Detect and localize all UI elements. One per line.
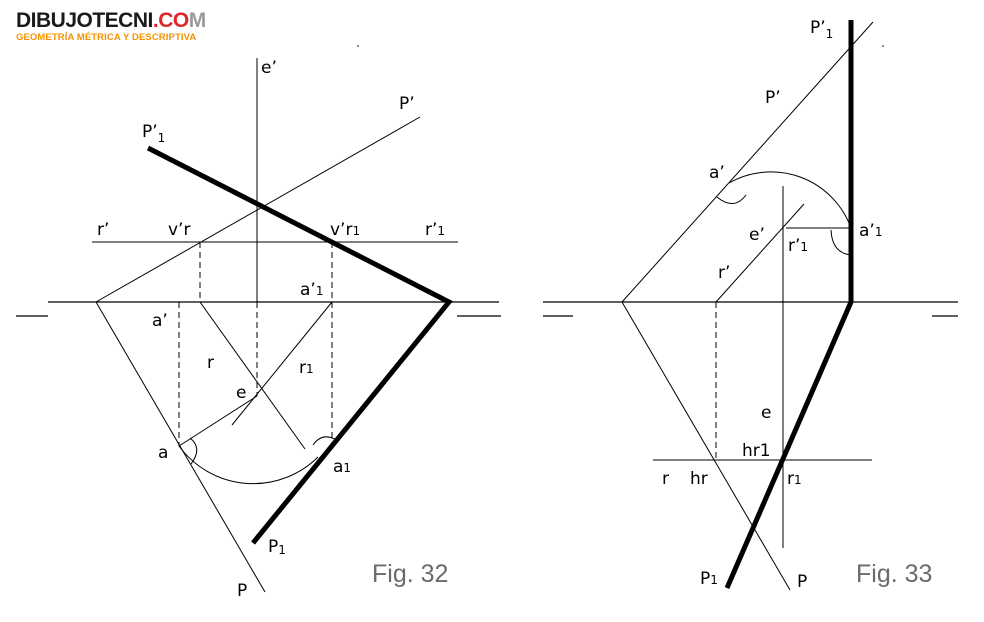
rotated-plane-p1-33: [724, 20, 854, 589]
label-r1-prime-33: r’1: [788, 236, 808, 256]
line-r1: [231, 301, 333, 426]
figure-33-labels: P’1 P’ a’ e’ r’1 a’1 r’ e hr1 r hr r1 P1…: [662, 18, 932, 592]
label-p1-prime: P’1: [142, 122, 165, 145]
angle-mark-a1-prime-33: [830, 229, 852, 256]
label-a: a: [158, 443, 168, 463]
label-r1: r1: [299, 358, 314, 378]
trace-p-33: [621, 301, 791, 591]
brand-subtitle: GEOMETRÍA MÉTRICA Y DESCRIPTIVA: [16, 32, 197, 43]
label-hr-33: hr: [690, 469, 708, 489]
arc-a-prime-33: [728, 171, 852, 229]
stray-dot: [882, 45, 884, 47]
rotated-plane-p1: [146, 145, 453, 545]
label-p-prime: P’: [399, 94, 415, 114]
figure-32-labels: e’ P’ P’1 r’ v’r v’r1 r’1 a’1 a’ r r1 e …: [97, 58, 448, 601]
label-p1-prime-33: P’1: [810, 18, 833, 41]
label-r1-prime: r’1: [425, 220, 445, 240]
label-e-prime: e’: [261, 58, 277, 78]
label-a1-prime: a’1: [300, 280, 323, 300]
line-r-prime-33: [715, 203, 805, 303]
arc-a-a1: [178, 445, 319, 485]
angle-mark-a-prime-33: [716, 194, 747, 204]
label-vr-prime: v’r: [168, 220, 190, 240]
figure-32: [16, 58, 501, 593]
label-r1-33: r1: [787, 469, 802, 489]
stray-dot: [357, 45, 359, 47]
label-a1-prime-33: a’1: [859, 221, 882, 241]
label-vr1-prime: v’r1: [330, 220, 360, 240]
label-e-33: e: [761, 403, 771, 423]
trace-p-prime: [95, 116, 421, 303]
label-p1: P1: [268, 537, 286, 557]
label-p1-33: P1: [700, 569, 718, 589]
label-p-prime-33: P’: [765, 88, 781, 108]
label-e-prime-33: e’: [749, 225, 765, 245]
line-r: [199, 301, 306, 450]
label-p-33: P: [797, 572, 807, 592]
figure-32-caption: Fig. 32: [372, 560, 448, 588]
label-e: e: [236, 383, 246, 403]
label-p: P: [237, 581, 247, 601]
label-r-33: r: [662, 469, 669, 489]
label-a-prime: a’: [152, 311, 168, 331]
angle-mark-a: [189, 437, 198, 465]
figure-33: [543, 20, 958, 591]
label-a-prime-33: a’: [709, 163, 725, 183]
trace-p: [95, 301, 266, 593]
label-a1: a1: [333, 457, 351, 477]
figure-33-caption: Fig. 33: [856, 560, 932, 588]
trace-p-prime-33: [621, 21, 874, 303]
label-r-prime: r’: [97, 220, 109, 240]
label-r-prime-33: r’: [718, 263, 730, 283]
brand-logo: DIBUJOTECNI.COM GEOMETRÍA MÉTRICA Y DESC…: [16, 10, 206, 44]
line-e-a: [178, 395, 258, 447]
label-r: r: [207, 353, 214, 373]
brand-name: DIBUJOTECNI.COM: [16, 9, 206, 32]
label-hr1-33: hr1: [742, 441, 771, 461]
